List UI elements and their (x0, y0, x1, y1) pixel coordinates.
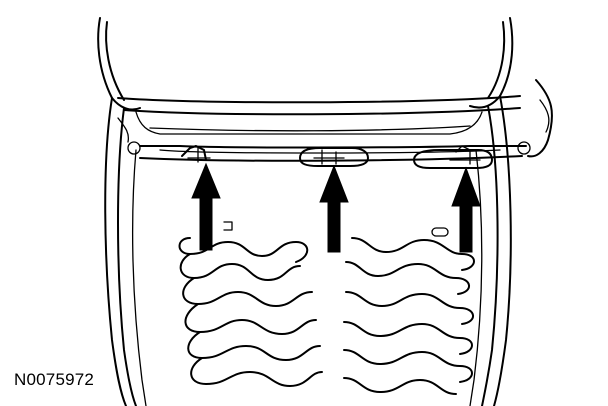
center-clip-arrow (319, 164, 349, 253)
lower-cross-bar (139, 145, 527, 169)
left-clip-arrow (191, 162, 221, 251)
springs-right (343, 237, 475, 395)
side-frame-right (469, 79, 553, 406)
center-clip-housing (299, 147, 369, 167)
seat-back-upper (97, 17, 514, 111)
springs-left (178, 237, 323, 387)
left-clip-hook (181, 145, 211, 163)
top-cross-bar (117, 95, 521, 135)
reference-id-label: N0075972 (14, 370, 95, 389)
right-clip-housing (413, 145, 493, 169)
side-frame-left (104, 97, 147, 406)
right-clip-arrow (451, 166, 481, 253)
seat-pan-slots (223, 221, 449, 237)
